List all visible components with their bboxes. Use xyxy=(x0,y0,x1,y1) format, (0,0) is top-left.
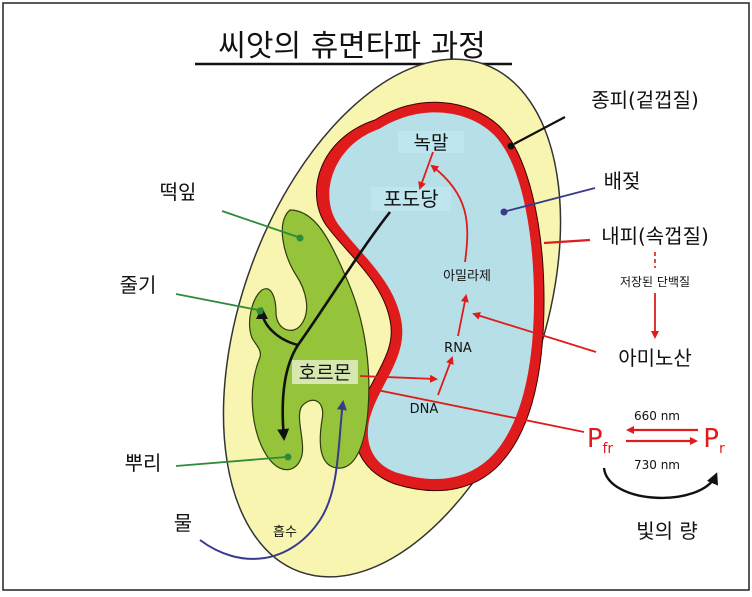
aleurone-label: 내피(속껍질) xyxy=(601,224,709,248)
glucose-transport-arrow xyxy=(277,211,392,441)
pr-label: Pr xyxy=(703,424,725,457)
pfr-to-hormone-arrow xyxy=(370,386,585,433)
rna-label: RNA xyxy=(444,341,472,356)
glucose-label: 포도당 xyxy=(383,187,438,211)
pfr-label: Pfr xyxy=(587,424,614,457)
water-absorption-arrow xyxy=(199,400,347,560)
hormone-to-dna-arrow xyxy=(359,374,438,383)
dna-to-rna-arrow xyxy=(437,356,454,396)
endosperm-dot xyxy=(500,208,508,216)
wavelength-730-label: 730 nm xyxy=(634,458,680,472)
endosperm-label: 배젖 xyxy=(604,169,641,193)
pfr-main: P xyxy=(587,424,603,454)
stem-leader xyxy=(175,293,259,311)
amino-acid-label: 아미노산 xyxy=(618,346,692,370)
hormone-label-bg xyxy=(292,360,358,384)
endosperm-leader xyxy=(506,187,596,212)
amylase-to-starch-arrow xyxy=(430,164,469,263)
pr-sub: r xyxy=(719,441,725,457)
cotyledon-dot xyxy=(296,234,304,242)
starch-to-glucose-arrow xyxy=(418,151,434,190)
seed-coat-dot xyxy=(507,142,515,150)
root-label: 뿌리 xyxy=(125,451,162,475)
starch-label: 녹말 xyxy=(414,132,449,154)
seed-coat-label: 종피(겉껍질) xyxy=(591,88,699,112)
light-amount-label: 빛의 량 xyxy=(636,519,698,543)
glucose-label-bg xyxy=(371,187,451,211)
root-dot xyxy=(284,453,292,461)
absorption-label: 흡수 xyxy=(273,525,297,540)
pfr-sub: fr xyxy=(603,441,614,457)
seed-coat-leader xyxy=(513,116,566,145)
cotyledon-label: 떡잎 xyxy=(160,180,197,204)
aleurone-leader xyxy=(543,238,591,245)
stored-protein-label: 저장된 단백질 xyxy=(620,275,690,289)
water-label: 물 xyxy=(174,511,192,535)
rna-to-amylase-arrow xyxy=(457,294,469,337)
starch-label-bg xyxy=(398,131,464,153)
glucose-to-stem-arrow xyxy=(256,307,299,347)
stem-dot xyxy=(256,307,264,315)
cotyledon-leader xyxy=(221,210,299,238)
amino-to-rna-arrow xyxy=(472,311,597,353)
root-leader xyxy=(175,456,287,467)
light-amount-arrow xyxy=(602,467,718,500)
pr-main: P xyxy=(703,424,719,454)
dna-label: DNA xyxy=(410,402,439,417)
wavelength-660-label: 660 nm xyxy=(634,409,680,423)
hormone-label: 호르몬 xyxy=(299,362,351,384)
diagram-title: 씨앗의 휴면타파 과정 xyxy=(218,29,485,64)
stem-label: 줄기 xyxy=(120,273,157,297)
amylase-label: 아밀라제 xyxy=(443,269,491,284)
